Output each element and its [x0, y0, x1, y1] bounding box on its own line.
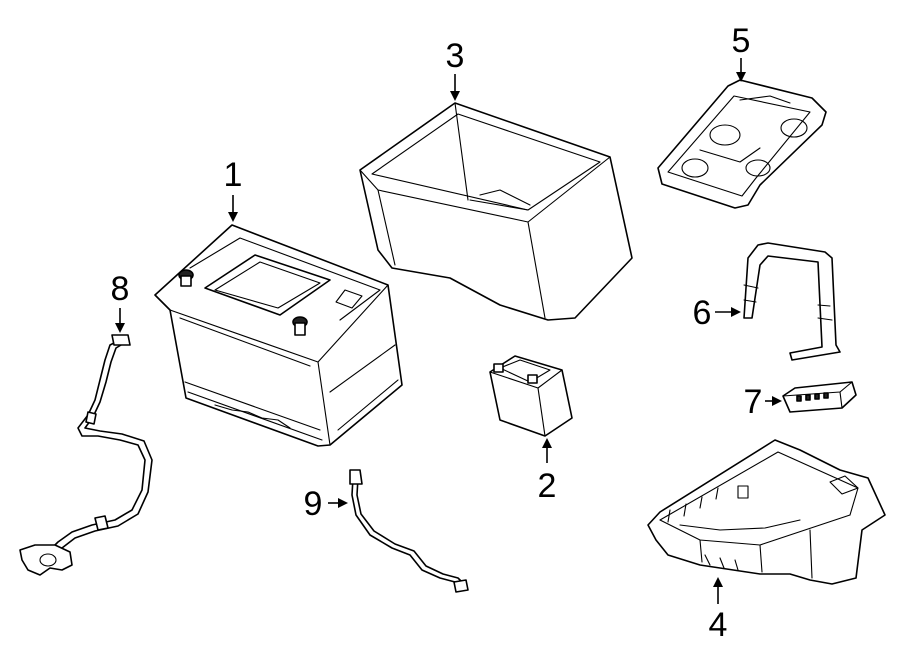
leader-3 — [450, 74, 460, 101]
leader-4 — [713, 577, 723, 604]
callout-5: 5 — [732, 22, 751, 60]
leader-7 — [765, 396, 782, 406]
leader-8 — [115, 308, 125, 333]
part-3-battery-box — [359, 102, 633, 321]
leader-2 — [542, 438, 552, 463]
callout-4: 4 — [709, 606, 728, 644]
part-1-battery — [154, 224, 403, 447]
callout-1: 1 — [224, 156, 243, 194]
part-4-battery-tray-support — [647, 439, 886, 585]
leader-9 — [328, 498, 348, 508]
callout-9: 9 — [304, 485, 323, 523]
leader-6 — [715, 307, 741, 317]
leader-1 — [228, 195, 238, 222]
callout-2: 2 — [538, 467, 557, 505]
part-6-hold-down-bracket — [743, 242, 841, 361]
part-9-ground-cable — [349, 469, 469, 593]
callout-7: 7 — [744, 383, 763, 421]
part-8-positive-cable — [19, 334, 153, 576]
callout-8: 8 — [111, 270, 130, 308]
callout-6: 6 — [693, 294, 712, 332]
part-5-battery-tray — [657, 79, 827, 209]
callout-3: 3 — [446, 37, 465, 75]
part-7-insulator — [782, 381, 857, 413]
leader-5 — [736, 58, 746, 82]
part-2-auxiliary-battery — [489, 355, 573, 437]
